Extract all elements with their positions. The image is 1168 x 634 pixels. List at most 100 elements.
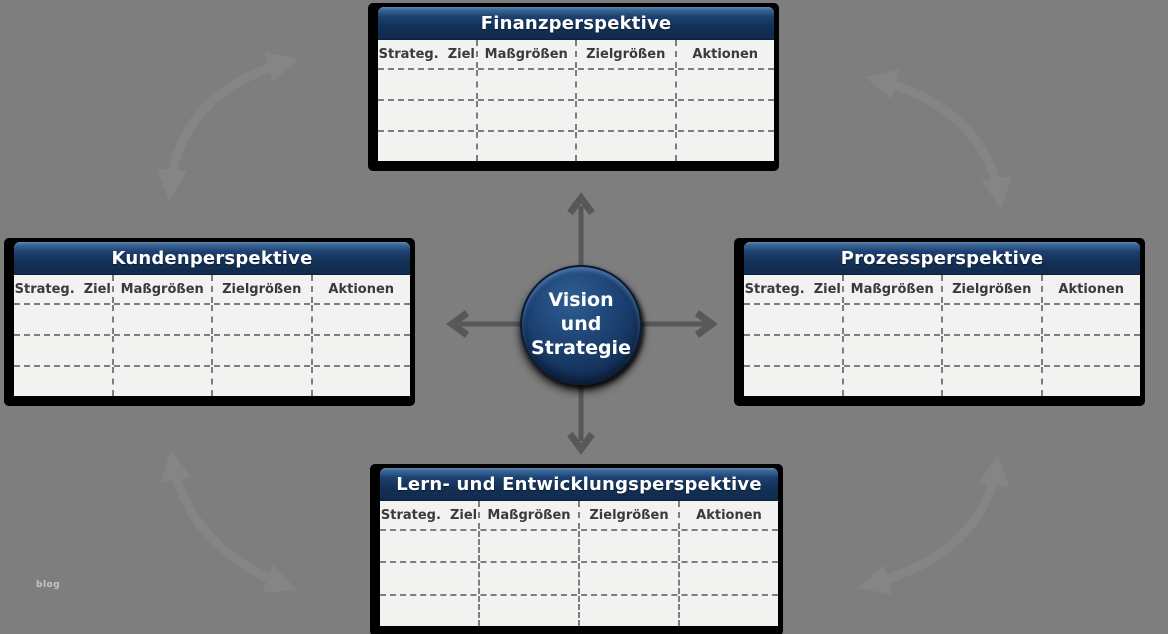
table-cell (943, 305, 1043, 334)
table-cell (478, 101, 577, 130)
panel-lern-und-entwicklungsperspektive: Lern- und Entwicklungsperspektive Strate… (370, 464, 783, 634)
column-header: Aktionen (1058, 281, 1125, 297)
table-cell (577, 132, 677, 161)
panel-finanzperspektive: Finanzperspektive Strateg. Ziel Maßgröße… (368, 3, 779, 171)
table-cell (744, 336, 844, 365)
table-cell (580, 563, 680, 594)
column-header-row: Strateg. Ziel Maßgrößen Zielgrößen Aktio… (14, 275, 410, 305)
table-cell (478, 132, 577, 161)
table-cell (580, 531, 680, 562)
panel-title-kundenperspektive: Kundenperspektive (14, 242, 410, 275)
column-header: Maßgrößen (114, 275, 213, 303)
table-cell (114, 305, 213, 334)
column-header: Maßgrößen (844, 275, 943, 303)
table-cell (313, 305, 411, 334)
column-header-row: Strateg. Ziel Maßgrößen Zielgrößen Aktio… (380, 501, 778, 531)
table-cell (14, 305, 114, 334)
table-row (14, 336, 410, 367)
table-cell (480, 531, 580, 562)
table-cell (480, 563, 580, 594)
table-row (744, 336, 1140, 367)
table-cell (1043, 305, 1141, 334)
column-header: Aktionen (696, 507, 762, 523)
table-cell (313, 336, 411, 365)
table-cell (943, 336, 1043, 365)
scorecard-table: Strateg. Ziel Maßgrößen Zielgrößen Aktio… (380, 501, 778, 626)
panel-kundenperspektive: Kundenperspektive Strateg. Ziel Maßgröße… (4, 238, 415, 406)
column-header: Aktionen (328, 281, 395, 297)
table-row (380, 531, 778, 564)
table-cell (677, 132, 775, 161)
table-cell (114, 336, 213, 365)
column-header: Strateg. Ziel (378, 40, 478, 68)
table-cell (213, 367, 313, 396)
cycle-arrow-bottom-right-icon (858, 454, 1010, 595)
panel-title-prozessperspektive: Prozessperspektive (744, 242, 1140, 275)
table-cell (844, 367, 943, 396)
table-cell (680, 531, 778, 561)
table-cell (677, 70, 775, 99)
table-row (14, 305, 410, 336)
table-cell (213, 305, 313, 334)
table-row (378, 132, 774, 161)
vision-strategy-node: Vision und Strategie (520, 265, 642, 385)
scorecard-table: Strateg. Ziel Maßgrößen Zielgrößen Aktio… (14, 275, 410, 396)
table-cell (677, 101, 775, 130)
table-cell (580, 595, 680, 626)
table-cell (313, 367, 411, 396)
panel-prozessperspektive: Prozessperspektive Strateg. Ziel Maßgröß… (734, 238, 1145, 406)
table-cell (14, 336, 114, 365)
table-cell (213, 336, 313, 365)
watermark-text: blog (36, 580, 61, 590)
vision-strategy-label: Vision und Strategie (531, 289, 631, 359)
table-cell (478, 70, 577, 99)
table-cell (378, 132, 478, 161)
arrow-right-icon (640, 310, 718, 338)
column-header: Maßgrößen (478, 40, 577, 68)
table-row (14, 367, 410, 396)
panel-title-finanzperspektive: Finanzperspektive (378, 7, 774, 40)
table-cell (1043, 367, 1141, 396)
panel-frame: Prozessperspektive Strateg. Ziel Maßgröß… (742, 240, 1142, 398)
table-cell (577, 101, 677, 130)
panel-frame: Lern- und Entwicklungsperspektive Strate… (378, 466, 780, 628)
column-header: Strateg. Ziel (744, 275, 844, 303)
table-cell (378, 101, 478, 130)
table-cell (114, 367, 213, 396)
cycle-arrow-bottom-left-icon (160, 449, 297, 594)
cycle-arrow-top-right-icon (865, 69, 1012, 209)
column-header: Zielgrößen (943, 275, 1043, 303)
column-header: Zielgrößen (213, 275, 313, 303)
table-cell (680, 596, 778, 626)
scorecard-table: Strateg. Ziel Maßgrößen Zielgrößen Aktio… (744, 275, 1140, 396)
table-row (744, 305, 1140, 336)
column-header: Zielgrößen (577, 40, 677, 68)
column-header: Aktionen (692, 46, 759, 62)
column-header-row: Strateg. Ziel Maßgrößen Zielgrößen Aktio… (744, 275, 1140, 305)
table-cell (380, 595, 480, 626)
table-cell (844, 336, 943, 365)
table-cell (844, 305, 943, 334)
table-cell (480, 595, 580, 626)
column-header: Maßgrößen (480, 501, 580, 529)
table-row (378, 70, 774, 101)
table-row (380, 595, 778, 626)
table-cell (1043, 336, 1141, 365)
table-cell (744, 305, 844, 334)
table-cell (744, 367, 844, 396)
column-header: Zielgrößen (580, 501, 680, 529)
panel-title-lern-und-entwicklungsperspektive: Lern- und Entwicklungsperspektive (380, 468, 778, 501)
scorecard-table: Strateg. Ziel Maßgrößen Zielgrößen Aktio… (378, 40, 774, 161)
table-cell (378, 70, 478, 99)
table-cell (680, 563, 778, 593)
table-row (378, 101, 774, 132)
table-cell (380, 563, 480, 594)
table-row (380, 563, 778, 596)
table-cell (577, 70, 677, 99)
table-cell (14, 367, 114, 396)
table-row (744, 367, 1140, 396)
panel-frame: Finanzperspektive Strateg. Ziel Maßgröße… (376, 5, 776, 163)
panel-frame: Kundenperspektive Strateg. Ziel Maßgröße… (12, 240, 412, 398)
table-cell (943, 367, 1043, 396)
